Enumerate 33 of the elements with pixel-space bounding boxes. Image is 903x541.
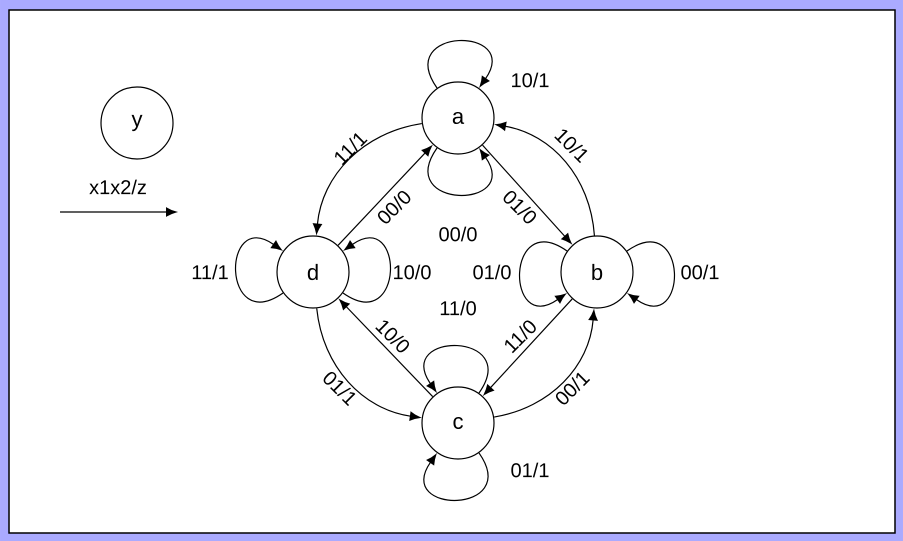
arrow	[338, 146, 432, 246]
edge-label: 11/1	[192, 264, 228, 280]
edge-label: 11/0	[440, 300, 476, 316]
edge-label: 10/0	[375, 320, 410, 352]
edge-label: 00/0	[439, 226, 477, 242]
arrow	[484, 298, 573, 396]
arrow	[518, 242, 568, 306]
arrow	[482, 144, 572, 244]
arrow	[626, 242, 676, 306]
edge-label: 00/1	[556, 372, 590, 404]
edge-label: 10/0	[394, 264, 431, 280]
arrow-caption: x1x2/z	[89, 180, 146, 194]
arrow	[316, 308, 420, 421]
edge-label: 00/0	[378, 190, 410, 224]
edge-label: 11/1	[335, 133, 368, 166]
arrow	[496, 122, 595, 236]
edge-label: 11/0	[505, 320, 536, 354]
arrow	[424, 452, 488, 501]
arrow	[312, 122, 422, 234]
edge-label: 10/1	[512, 72, 548, 88]
edge-label: 01/1	[511, 462, 548, 478]
arrow	[494, 310, 598, 418]
edge-label: 01/0	[473, 264, 511, 280]
edge-label: 01/0	[504, 190, 536, 224]
arrow	[235, 238, 284, 302]
arrow	[424, 344, 488, 394]
arrow	[428, 40, 492, 88]
arrow	[339, 299, 434, 397]
arrow	[342, 238, 392, 302]
arrow	[428, 148, 492, 196]
edge-label: 00/1	[681, 264, 718, 280]
edge-label: 01/1	[324, 372, 356, 406]
edge-label: 10/1	[554, 130, 588, 164]
